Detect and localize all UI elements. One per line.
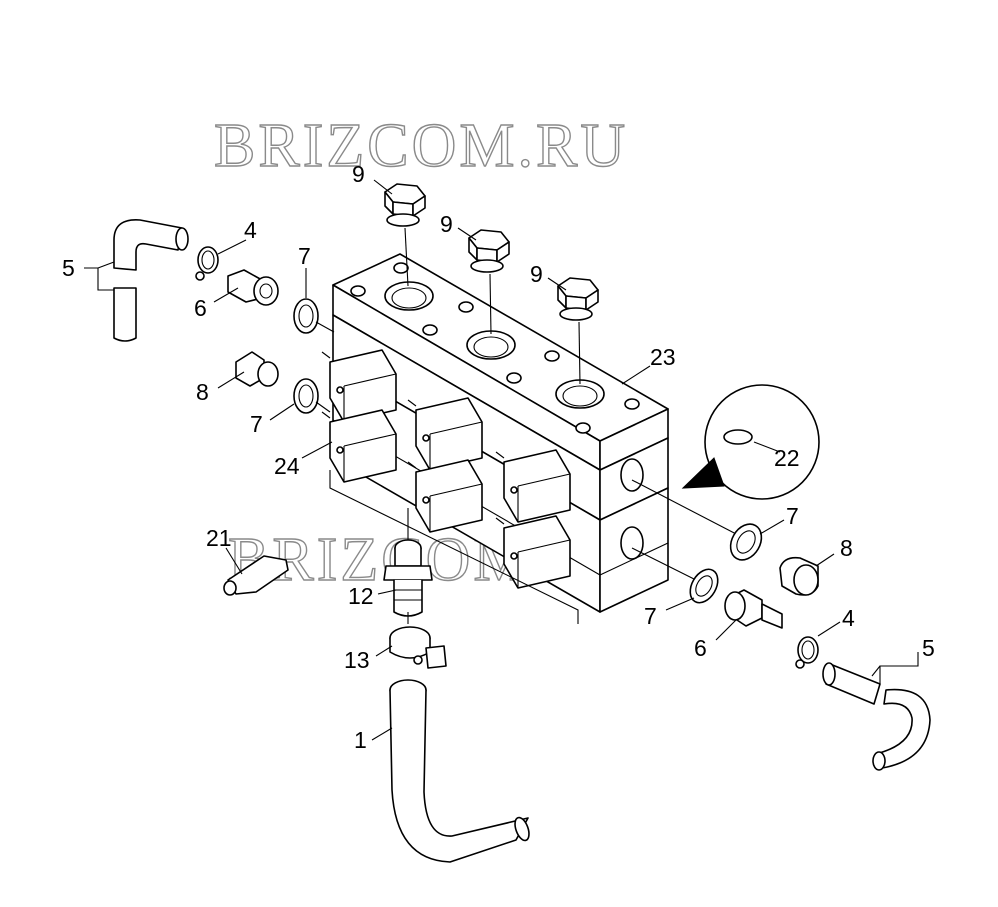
callout-13: 13	[344, 647, 370, 673]
callout-12: 12	[348, 583, 374, 609]
callout-6: 6	[694, 635, 707, 661]
top-plugs	[384, 183, 599, 385]
callout-4: 4	[842, 605, 855, 631]
callout-6: 6	[194, 295, 207, 321]
callout-23: 23	[650, 344, 676, 370]
callout-22: 22	[774, 445, 800, 471]
callout-5: 5	[922, 635, 935, 661]
callout-8: 8	[840, 535, 853, 561]
callout-7: 7	[298, 243, 311, 269]
left-hose-assembly	[113, 219, 335, 414]
callout-21: 21	[206, 525, 232, 551]
callout-9: 9	[530, 261, 543, 287]
detail-callout-circle	[681, 384, 820, 500]
bottom-assembly	[223, 539, 530, 863]
callout-9: 9	[352, 161, 365, 187]
leader-lines	[84, 179, 919, 741]
callout-labels: 9 9 9 4 5 6 7 8 7 24 23 22 7 8 7 6 4 5 2…	[62, 161, 935, 753]
callout-9: 9	[440, 211, 453, 237]
solenoid-coils	[321, 349, 571, 589]
callout-7: 7	[786, 503, 799, 529]
callout-5: 5	[62, 255, 75, 281]
callout-7: 7	[644, 603, 657, 629]
callout-24: 24	[274, 453, 300, 479]
watermark-top: BRIZCOM.RU	[214, 112, 628, 180]
right-hose-assembly	[631, 479, 931, 771]
callout-7: 7	[250, 411, 263, 437]
callout-1: 1	[354, 727, 367, 753]
callout-8: 8	[196, 379, 209, 405]
callout-4: 4	[244, 217, 257, 243]
